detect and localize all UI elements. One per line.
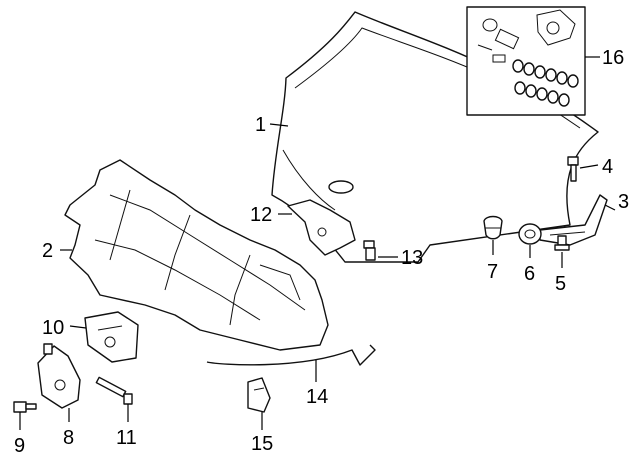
callout-3: 3 <box>618 191 629 213</box>
latch-bracket <box>84 311 139 363</box>
callout-2: 2 <box>42 240 53 262</box>
callout-13: 13 <box>401 247 423 269</box>
callout-1: 1 <box>255 114 266 136</box>
rubber-cushion <box>483 215 503 240</box>
o-ring-row-lower <box>514 81 570 107</box>
callout-14: 14 <box>306 386 328 408</box>
prop-rod-holder <box>247 377 271 413</box>
bolt-11 <box>95 376 133 405</box>
callout-8: 8 <box>63 427 74 449</box>
parts-kit-box <box>466 6 586 116</box>
bolt-5 <box>554 235 570 251</box>
callout-16: 16 <box>602 47 624 69</box>
bumper-stop <box>518 223 542 245</box>
hood-hinge <box>539 194 608 246</box>
callout-12: 12 <box>250 204 272 226</box>
clip-13 <box>363 240 376 261</box>
callout-5: 5 <box>555 273 566 295</box>
callout-15: 15 <box>251 433 273 455</box>
bolt-9 <box>13 401 37 413</box>
callout-numbers: 1 2 3 4 5 6 7 8 9 10 11 12 13 14 15 16 <box>14 47 629 457</box>
bracket-12 <box>287 199 356 256</box>
callout-9: 9 <box>14 435 25 457</box>
o-ring-row-upper <box>512 59 579 88</box>
bolt-4 <box>567 156 579 182</box>
callout-10: 10 <box>42 317 64 339</box>
callout-7: 7 <box>487 261 498 283</box>
callout-4: 4 <box>602 156 613 178</box>
hood-prop-rod <box>206 344 376 366</box>
callout-11: 11 <box>116 427 137 449</box>
hood-latch <box>37 343 81 409</box>
leader-lines <box>19 56 616 430</box>
callout-6: 6 <box>524 263 535 285</box>
hood-insulator-pad <box>64 159 329 351</box>
